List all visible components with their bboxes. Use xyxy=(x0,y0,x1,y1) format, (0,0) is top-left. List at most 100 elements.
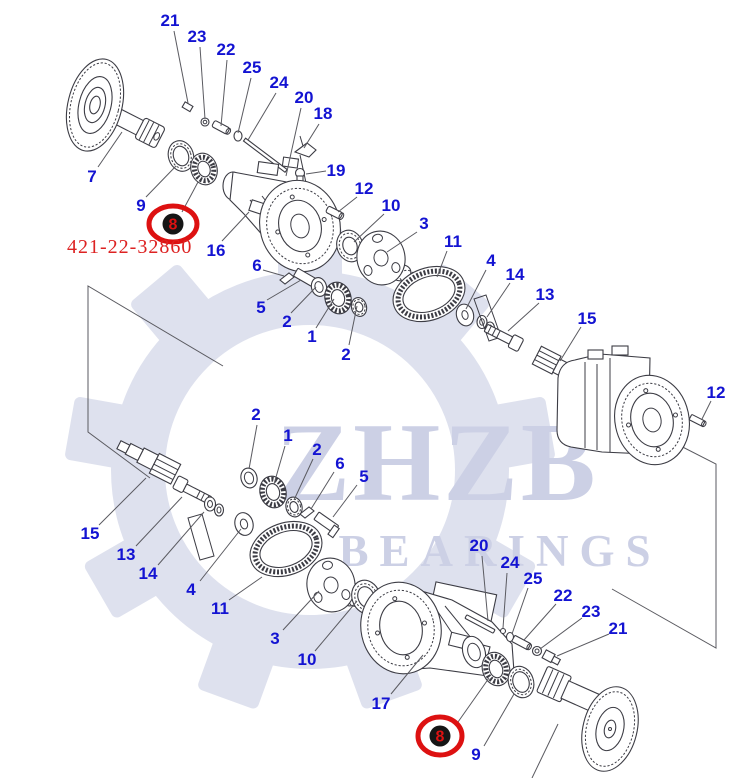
leader-line xyxy=(502,572,508,629)
leader-line xyxy=(303,123,320,149)
callout-23: 23 xyxy=(582,602,601,621)
leader-line xyxy=(262,269,285,277)
leader-line xyxy=(314,600,358,652)
leader-line xyxy=(310,471,335,510)
callout-20: 20 xyxy=(470,536,489,555)
leader-line xyxy=(539,617,583,650)
part-9-seal-top xyxy=(167,140,195,172)
leader-line xyxy=(237,77,252,134)
callout-15: 15 xyxy=(81,524,100,543)
callout-1: 1 xyxy=(283,426,292,445)
callout-22: 22 xyxy=(554,586,573,605)
leader-lines xyxy=(97,30,712,747)
part-12-pin-right xyxy=(688,414,707,428)
part-2-ring-top-b xyxy=(350,297,368,317)
part-1-bearing-top xyxy=(324,281,352,315)
leader-line xyxy=(199,528,242,582)
part-2-ring-bottom-b xyxy=(285,496,303,518)
watermark-line1: ZHZB xyxy=(275,401,598,525)
callout-14: 14 xyxy=(506,265,525,284)
leader-line xyxy=(559,326,582,362)
part-16-housing xyxy=(222,156,341,273)
part-2-washer-top-a xyxy=(310,277,328,297)
leader-line xyxy=(157,511,205,566)
leader-line xyxy=(290,286,317,314)
leader-line xyxy=(523,603,557,641)
assembly-housing-right xyxy=(556,345,690,466)
callout-2: 2 xyxy=(282,312,291,331)
callout-14: 14 xyxy=(139,564,158,583)
leader-line xyxy=(285,107,302,177)
leader-line xyxy=(436,250,448,278)
callout-labels: 2123222524201819121031141413157916652121… xyxy=(81,11,726,764)
callout-13: 13 xyxy=(536,285,555,304)
leader-line xyxy=(511,587,529,635)
callout-9: 9 xyxy=(471,745,480,764)
callout-25: 25 xyxy=(524,569,543,588)
leader-line xyxy=(483,693,515,747)
part-13-bolt-top xyxy=(483,324,524,352)
part-axle-shaft-bottom xyxy=(531,666,639,778)
bottom-hardware xyxy=(464,614,562,666)
part-number-label: 421-22-32860 xyxy=(67,236,192,258)
callout-2: 2 xyxy=(341,345,350,364)
highlight-circle xyxy=(146,203,200,245)
leader-line xyxy=(98,477,147,526)
part-12-pin-top xyxy=(325,205,345,220)
part-15-shaft-bottom xyxy=(116,439,182,485)
part-11-ring-gear-bottom xyxy=(249,520,323,578)
leader-line xyxy=(348,305,358,346)
part-4-washer-top xyxy=(455,303,475,327)
callout-9: 9 xyxy=(136,196,145,215)
leader-line xyxy=(486,282,511,318)
callout-22: 22 xyxy=(217,40,236,59)
part-8-bearing-bottom xyxy=(481,651,511,687)
callout-23: 23 xyxy=(188,27,207,46)
leader-line xyxy=(465,269,487,310)
callout-12: 12 xyxy=(355,179,374,198)
leader-line xyxy=(273,445,286,485)
callout-15: 15 xyxy=(578,309,597,328)
leader-line xyxy=(481,555,489,622)
highlight-disc xyxy=(162,213,184,235)
leader-line xyxy=(228,576,263,601)
leader-line xyxy=(353,213,385,243)
callout-3: 3 xyxy=(419,214,428,233)
part-8-bearing-top xyxy=(190,152,218,186)
section-panel-lines xyxy=(87,285,717,649)
callout-19: 19 xyxy=(327,161,346,180)
highlight-markers: 88 xyxy=(146,181,490,758)
callout-5: 5 xyxy=(256,298,265,317)
leader-line xyxy=(221,211,250,242)
leader-line xyxy=(305,170,327,175)
callout-10: 10 xyxy=(298,650,317,669)
leader-line xyxy=(507,302,540,332)
callout-1: 1 xyxy=(307,327,316,346)
leader-line xyxy=(386,231,418,253)
callout-20: 20 xyxy=(295,88,314,107)
callout-10: 10 xyxy=(382,196,401,215)
leader-line xyxy=(390,654,424,695)
leader-line xyxy=(135,496,183,547)
leader-line xyxy=(220,59,228,127)
part-drawings xyxy=(65,58,707,778)
part-17-housing xyxy=(360,581,515,677)
callout-21: 21 xyxy=(161,11,180,30)
highlight-number: 8 xyxy=(436,729,445,746)
part-5-pin-bottom xyxy=(313,511,340,539)
callout-24: 24 xyxy=(270,73,289,92)
callout-11: 11 xyxy=(444,232,462,251)
part-1-bearing-bottom xyxy=(259,475,287,509)
leader-line xyxy=(332,484,358,518)
callout-3: 3 xyxy=(270,629,279,648)
callout-25: 25 xyxy=(243,58,262,77)
callout-11: 11 xyxy=(211,599,229,618)
part-9-seal-bottom xyxy=(507,665,535,699)
highlight-number: 8 xyxy=(169,217,178,234)
callout-17: 17 xyxy=(372,694,391,713)
callout-21: 21 xyxy=(609,619,628,638)
leader-line xyxy=(337,196,358,213)
leader-line xyxy=(701,400,712,420)
